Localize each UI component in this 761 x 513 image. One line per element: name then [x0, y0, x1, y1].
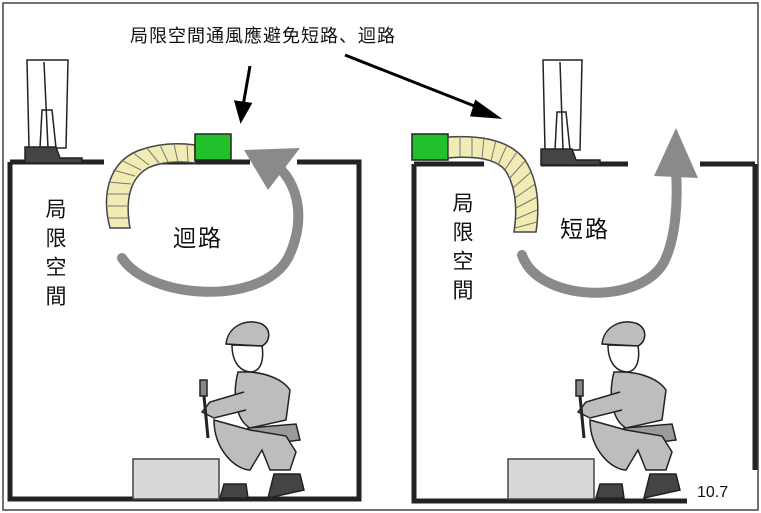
- left-duct: [105, 143, 196, 229]
- right-space-label: 局限空間: [450, 192, 474, 308]
- left-fan: [194, 133, 232, 161]
- left-flow-label: 迴路: [173, 226, 223, 252]
- pointer-arrow-left: [233, 65, 253, 124]
- right-duct: [447, 135, 539, 233]
- figure-number: 10.7: [697, 484, 729, 501]
- right-standing-person: [540, 59, 601, 166]
- left-recirculation-arrow: [117, 148, 304, 297]
- left-worker: [199, 321, 305, 499]
- left-standing-person: [24, 59, 83, 164]
- left-box: [132, 458, 220, 500]
- right-box: [507, 458, 595, 500]
- left-space-label: 局限空間: [43, 198, 67, 314]
- right-worker: [575, 321, 681, 499]
- right-flow-label: 短路: [560, 217, 610, 243]
- pointer-arrow-right: [344, 53, 503, 119]
- right-fan: [411, 133, 449, 161]
- right-short-circuit-arrow: [517, 128, 698, 298]
- right-enclosure: [411, 161, 758, 504]
- diagram-title: 局限空間通風應避免短路、迴路: [130, 26, 396, 47]
